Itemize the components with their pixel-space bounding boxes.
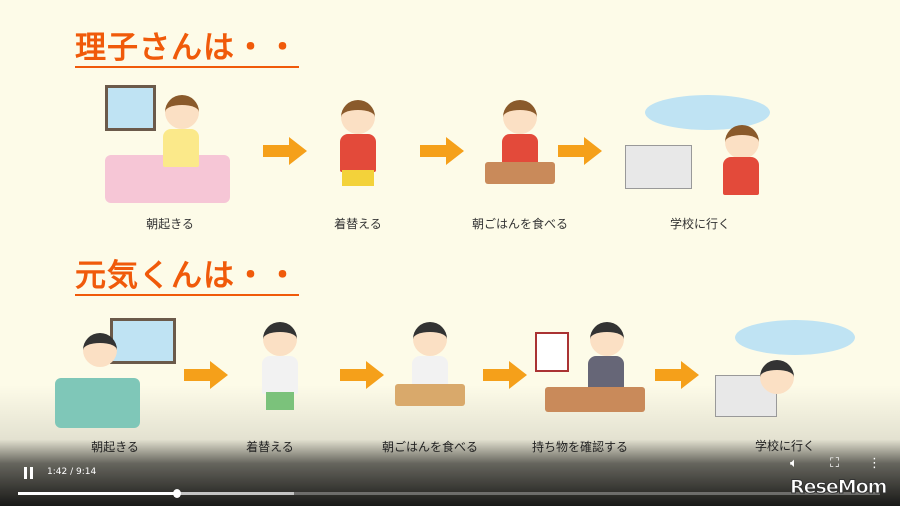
resemom-logo: ReseMom	[789, 476, 887, 499]
change-clothes-illustration	[318, 100, 398, 190]
wake-up-illustration	[105, 85, 235, 205]
played-bar	[18, 492, 177, 495]
change-clothes-illustration	[240, 322, 320, 412]
arrow-icon	[483, 361, 527, 389]
wake-up-illustration	[55, 318, 185, 428]
time-display: 1:42 / 9:14	[47, 467, 97, 477]
section1-title: 理子さんは・・	[75, 30, 299, 68]
step-label: 朝ごはんを食べる	[471, 217, 568, 231]
arrow-icon	[340, 361, 384, 389]
step-label: 学校に行く	[754, 439, 815, 453]
step-label: 着替える	[246, 440, 294, 454]
arrow-icon	[558, 137, 602, 165]
step-label: 朝起きる	[91, 440, 139, 454]
progress-knob[interactable]	[172, 489, 181, 498]
check-belongings-illustration	[535, 322, 655, 412]
fullscreen-icon[interactable]: ⛶	[830, 456, 840, 471]
section2-title: 元気くんは・・	[75, 258, 299, 296]
arrow-icon	[420, 137, 464, 165]
progress-bar[interactable]	[18, 489, 880, 498]
arrow-icon	[184, 361, 228, 389]
step-label: 着替える	[334, 217, 382, 231]
pause-button[interactable]	[24, 467, 35, 479]
school-illustration	[625, 95, 775, 195]
step-label: 朝起きる	[146, 217, 194, 231]
breakfast-illustration	[390, 322, 470, 412]
step-label: 朝ごはんを食べる	[381, 440, 478, 454]
arrow-icon	[263, 137, 307, 165]
step-label: 学校に行く	[669, 217, 730, 231]
breakfast-illustration	[480, 100, 560, 190]
school-illustration	[710, 320, 860, 420]
arrow-icon	[655, 361, 699, 389]
more-options-icon[interactable]: ⋮	[868, 456, 881, 471]
step-label: 持ち物を確認する	[531, 440, 628, 454]
volume-icon[interactable]: 🔈︎	[790, 456, 798, 471]
